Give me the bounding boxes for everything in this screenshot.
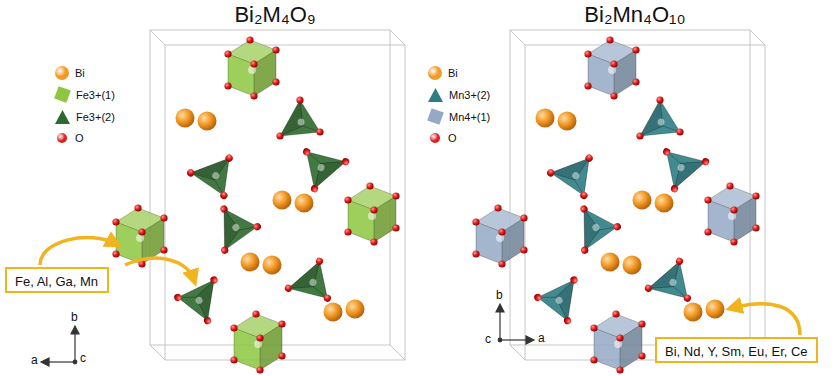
legend-item: Bi (428, 66, 458, 80)
callout-arrow-part (732, 304, 800, 335)
legend-text: Fe3+(1) (76, 89, 115, 101)
callout-box: Bi, Nd, Y, Sm, Eu, Er, Ce (655, 337, 818, 363)
legend-text: Mn3+(2) (449, 89, 490, 101)
legend-text: Fe3+(2) (76, 111, 115, 123)
axis-triad-part (500, 339, 527, 340)
axis-triad-part (498, 338, 502, 342)
axis-triad-part (526, 336, 534, 344)
callout-arrow-part (40, 238, 116, 265)
legend-item: Fe3+(1) (55, 88, 115, 101)
axis-label: b (496, 289, 503, 303)
legend-swatch (430, 133, 440, 143)
legend-item: Mn3+(2) (428, 88, 490, 102)
axis-triad (41, 304, 534, 366)
bi2m4o9-structure (112, 30, 405, 374)
axis-label: c (80, 352, 86, 366)
callout-arrow-part (125, 258, 194, 280)
axis-triad-part (496, 304, 504, 312)
callout-text: Fe, Al, Ga, Mn (15, 274, 98, 290)
axis-triad-part (73, 360, 77, 364)
axis-triad-part (71, 326, 79, 334)
legend-swatch (54, 86, 71, 103)
axis-label: c (485, 333, 491, 347)
axis-triad-part (48, 361, 75, 362)
legend-text: O (75, 132, 84, 144)
legend-item: Bi (55, 66, 85, 80)
bi2mn4o10-structure (472, 30, 765, 374)
legend-swatch (428, 88, 443, 102)
legend-text: Bi (448, 67, 458, 79)
axis-triad-part (499, 311, 500, 340)
axis-label: a (31, 354, 38, 368)
callout-box: Fe, Al, Ga, Mn (5, 267, 109, 293)
axis-triad-part (74, 333, 75, 362)
legend-item: Mn4+(1) (428, 110, 490, 123)
legend-swatch (57, 133, 67, 143)
legend-item: O (55, 132, 84, 144)
structure-title: Bi₂Mn₄O₁₀ (584, 2, 685, 27)
legend-text: Mn4+(1) (449, 111, 490, 123)
callout-text: Bi, Nd, Y, Sm, Eu, Er, Ce (665, 344, 808, 360)
structure-title: Bi₂M₄O₉ (234, 2, 315, 27)
axis-triad-part (41, 358, 49, 366)
legend-swatch (55, 66, 69, 80)
legend-swatch (428, 66, 442, 80)
legend-swatch (427, 108, 444, 125)
axis-label: b (71, 311, 78, 325)
callout-arrow (40, 238, 800, 335)
legend-item: O (428, 132, 457, 144)
legend-text: Bi (75, 67, 85, 79)
axis-label: a (538, 332, 545, 346)
legend-text: O (448, 132, 457, 144)
legend-swatch (55, 110, 70, 124)
legend-item: Fe3+(2) (55, 110, 115, 124)
